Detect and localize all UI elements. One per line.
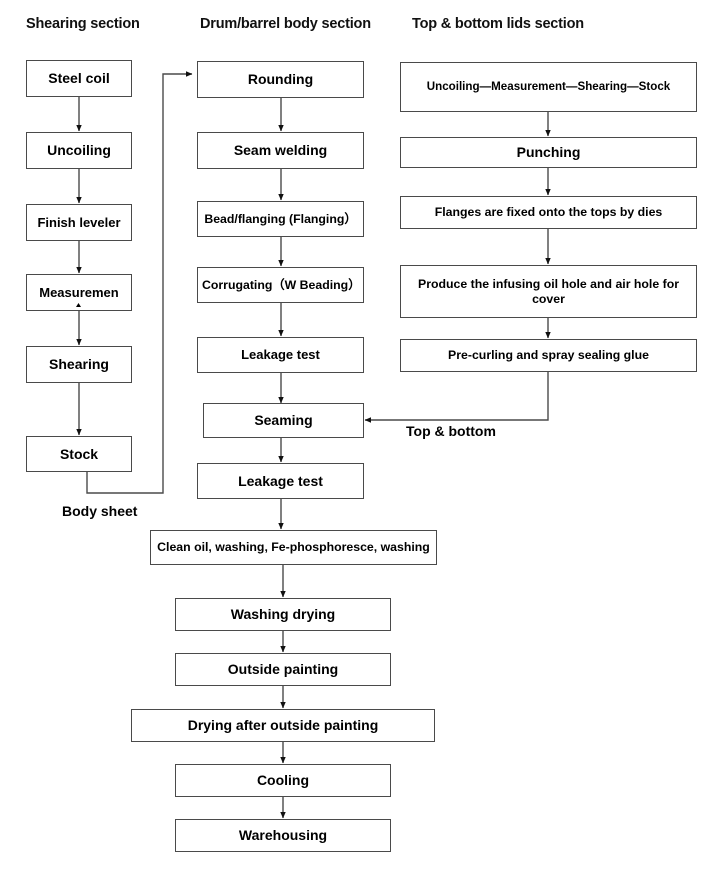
node-uncoiling[interactable]: Uncoiling (26, 132, 132, 169)
node-produce-holes[interactable]: Produce the infusing oil hole and air ho… (400, 265, 697, 318)
node-bead-flanging[interactable]: Bead/flanging (Flanging） (197, 201, 364, 237)
node-leakage-test-1[interactable]: Leakage test (197, 337, 364, 373)
node-flanges-fixed[interactable]: Flanges are fixed onto the tops by dies (400, 196, 697, 229)
section-title-shearing: Shearing section (26, 16, 140, 32)
node-washing-drying[interactable]: Washing drying (175, 598, 391, 631)
node-leakage-test-2[interactable]: Leakage test (197, 463, 364, 499)
node-uncoiling-measurement-shearing-stock[interactable]: Uncoiling—Measurement—Shearing—Stock (400, 62, 697, 112)
measuremen-caret-artifact-icon (76, 303, 81, 307)
edge-label-top-bottom: Top & bottom (406, 423, 496, 439)
node-clean-oil[interactable]: Clean oil, washing, Fe-phosphoresce, was… (150, 530, 437, 565)
node-cooling[interactable]: Cooling (175, 764, 391, 797)
section-title-body: Drum/barrel body section (200, 16, 371, 32)
node-steel-coil[interactable]: Steel coil (26, 60, 132, 97)
node-pre-curling[interactable]: Pre-curling and spray sealing glue (400, 339, 697, 372)
node-outside-painting[interactable]: Outside painting (175, 653, 391, 686)
node-rounding[interactable]: Rounding (197, 61, 364, 98)
node-finish-leveler[interactable]: Finish leveler (26, 204, 132, 241)
edge-topbottom-to-seaming (364, 372, 549, 423)
node-drying-after-painting[interactable]: Drying after outside painting (131, 709, 435, 742)
node-punching[interactable]: Punching (400, 137, 697, 168)
node-seaming[interactable]: Seaming (203, 403, 364, 438)
node-seam-welding[interactable]: Seam welding (197, 132, 364, 169)
section-title-lids: Top & bottom lids section (412, 16, 584, 32)
node-stock[interactable]: Stock (26, 436, 132, 472)
edge-label-body-sheet: Body sheet (62, 503, 138, 519)
node-warehousing[interactable]: Warehousing (175, 819, 391, 852)
node-corrugating[interactable]: Corrugating（W Beading） (197, 267, 364, 303)
node-shearing[interactable]: Shearing (26, 346, 132, 383)
